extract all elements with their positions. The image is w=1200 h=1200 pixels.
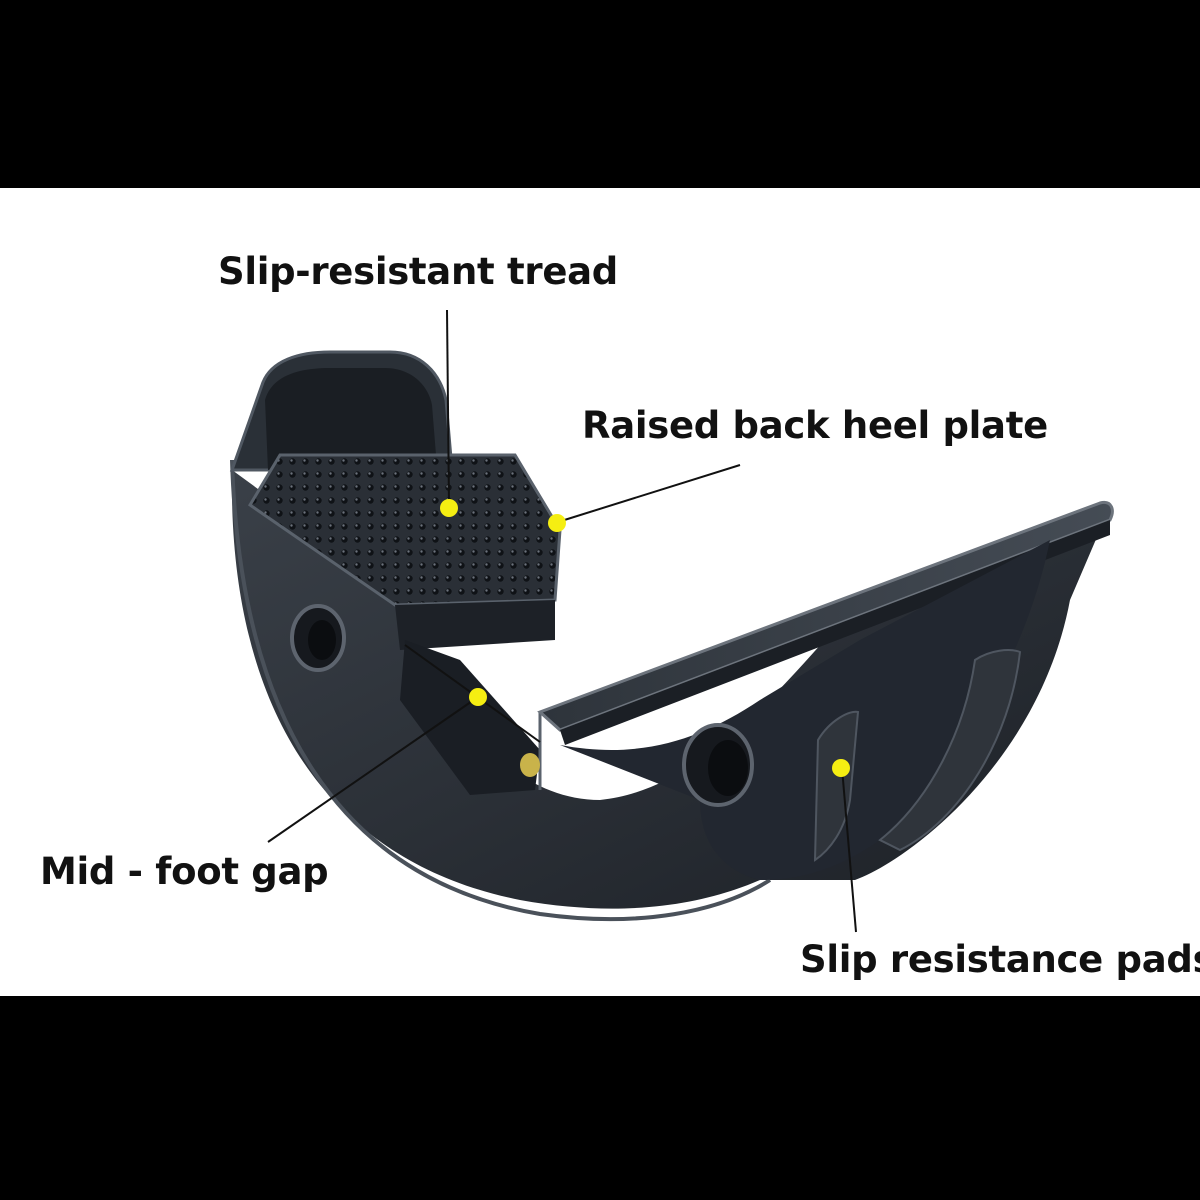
marker-tread <box>440 499 458 517</box>
slip-pad-right <box>878 649 1022 852</box>
top-black-band <box>0 0 1200 188</box>
leader-line-pads <box>841 767 857 933</box>
front-plate <box>537 500 1114 732</box>
callout-label-mid-foot-gap: Mid - foot gap <box>40 850 329 893</box>
callout-label-slip-pads: Slip resistance pads <box>800 938 1200 981</box>
leader-line-heel <box>557 464 741 523</box>
marker-gap <box>469 688 487 706</box>
leader-line-gap <box>267 696 479 843</box>
slip-pad-left <box>813 710 860 862</box>
rocker-front-rim <box>230 459 772 922</box>
leader-line-tread <box>446 309 450 506</box>
bottom-black-band <box>0 996 1200 1200</box>
marker-heel <box>548 514 566 532</box>
marker-pads <box>832 759 850 777</box>
callout-label-heel-plate: Raised back heel plate <box>582 404 1048 447</box>
callout-label-tread: Slip-resistant tread <box>218 250 618 293</box>
